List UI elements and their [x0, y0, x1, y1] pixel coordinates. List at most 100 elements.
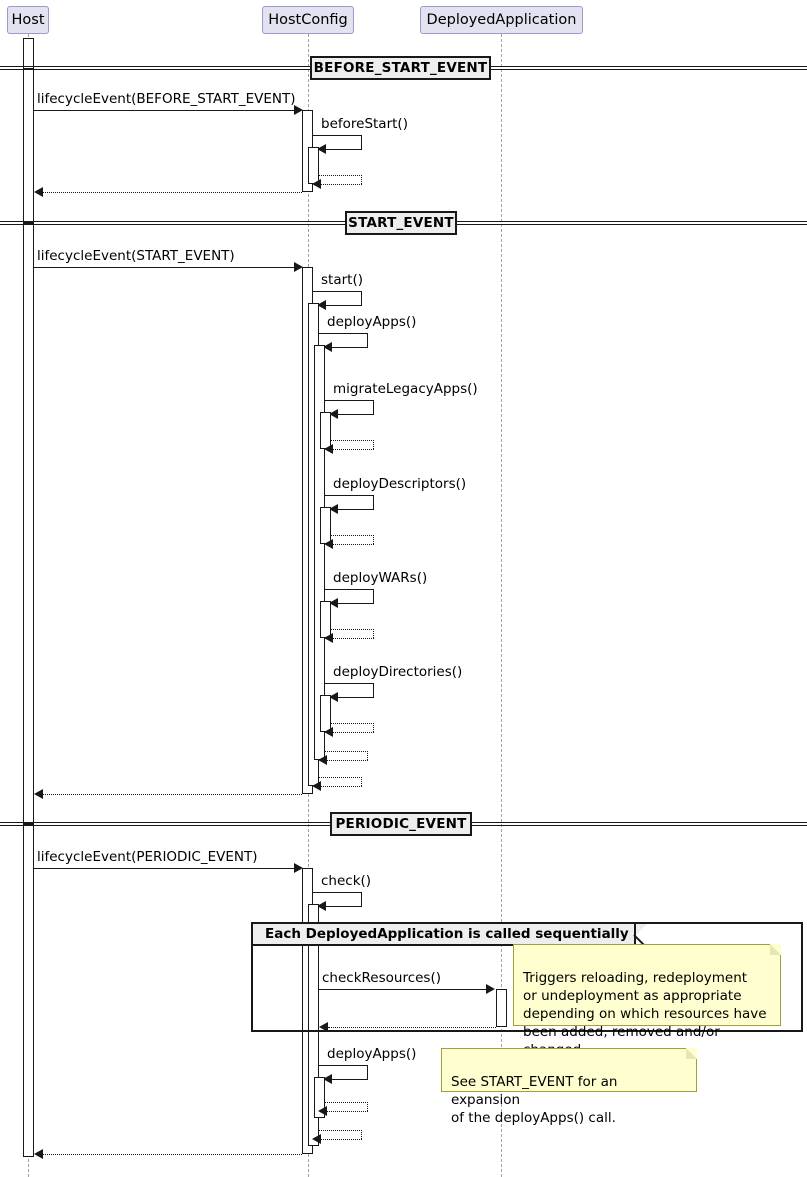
message-arrowhead-return-host-start [34, 789, 43, 799]
message-line-deploydirectories-out [325, 683, 374, 684]
message-line-check-in [326, 906, 362, 907]
message-vline-migratelegacyapps-return [373, 440, 374, 449]
message-arrowhead-start [317, 300, 326, 310]
message-vline-deployapps-periodic [367, 1065, 368, 1079]
message-vline-check-return [361, 1130, 362, 1139]
message-line-checkresources [319, 989, 487, 990]
message-vline-deployapps-return [367, 751, 368, 760]
message-arrowhead-deploydescriptors [329, 504, 338, 514]
message-label-deployapps-start: deployApps() [327, 314, 417, 330]
lifeline-deployedapplication [501, 34, 502, 1177]
message-arrowhead-deploydescriptors-return [324, 539, 333, 549]
message-vline-start-return [361, 777, 362, 786]
message-line-deploydirectories-in [338, 697, 374, 698]
message-line-deploydirectories-return-in [333, 732, 374, 733]
divider-periodic-event: PERIODIC_EVENT [330, 812, 472, 836]
message-line-deployapps-return-in [327, 760, 368, 761]
message-line-deploywars-return [331, 629, 374, 630]
message-line-deploydescriptors-return-in [333, 544, 374, 545]
message-line-deployapps-periodic-in [332, 1079, 368, 1080]
message-line-deploydirectories-return [331, 723, 374, 724]
group-label-each-deployedapplication: Each DeployedApplication is called seque… [265, 926, 629, 942]
note-deploy-apps: See START_EVENT for an expansion of the … [441, 1048, 697, 1126]
participant-deployedapplication[interactable]: DeployedApplication [420, 6, 583, 34]
message-label-deploydescriptors: deployDescriptors() [333, 476, 467, 492]
message-line-before-start-return-in [321, 184, 362, 185]
message-line-before-start-return [319, 175, 362, 176]
message-label-lifecycle-start: lifecycleEvent(START_EVENT) [37, 248, 235, 264]
message-arrowhead-check-return [312, 1134, 321, 1144]
note-deploy-apps-fold [686, 1048, 697, 1059]
message-line-checkresources-return [328, 1027, 496, 1028]
message-line-deployapps-in [332, 347, 368, 348]
message-arrowhead-check [317, 901, 326, 911]
message-label-deploywars: deployWARs() [333, 570, 428, 586]
message-arrowhead-before-start [317, 144, 326, 154]
message-arrowhead-return-host-periodic [34, 1149, 43, 1159]
message-line-before-start-in [326, 149, 362, 150]
divider-before-start-event: BEFORE_START_EVENT [310, 56, 491, 80]
participant-host[interactable]: Host [7, 6, 49, 34]
note-deploy-apps-text: See START_EVENT for an expansion of the … [451, 1074, 618, 1126]
message-label-check: check() [321, 873, 372, 889]
message-arrowhead-checkresources [486, 984, 495, 994]
activation-hostconfig-check-l2 [308, 904, 319, 1146]
message-label-before-start: beforeStart() [321, 116, 408, 132]
message-vline-deploydirectories-return [373, 723, 374, 732]
message-vline-start [361, 291, 362, 305]
message-line-start-out [313, 291, 362, 292]
message-arrowhead-start-return [312, 781, 321, 791]
message-line-return-host-before-start [43, 192, 302, 193]
message-line-deploywars-out [325, 589, 374, 590]
message-arrowhead-before-start-return [312, 179, 321, 189]
message-vline-deploydirectories [373, 683, 374, 697]
message-line-migratelegacyapps-in [338, 414, 374, 415]
message-vline-check [361, 892, 362, 906]
note-check-resources-text: Triggers reloading, redeployment or unde… [523, 970, 767, 1058]
message-arrowhead-deployapps-periodic [323, 1074, 332, 1084]
message-line-deploydescriptors-return [331, 535, 374, 536]
message-line-deployapps-periodic-return [325, 1102, 368, 1103]
message-vline-deploywars-return [373, 629, 374, 638]
message-label-lifecycle-periodic: lifecycleEvent(PERIODIC_EVENT) [37, 849, 258, 865]
message-arrowhead-deploywars-return [324, 633, 333, 643]
activation-host-before-start [23, 69, 34, 223]
message-arrowhead-deploydirectories-return [324, 727, 333, 737]
message-label-migratelegacyapps: migrateLegacyApps() [333, 381, 478, 397]
group-tab-each-deployedapplication: Each DeployedApplication is called seque… [253, 924, 636, 946]
message-line-lifecycle-start [34, 267, 299, 268]
message-arrowhead-deploydirectories [329, 692, 338, 702]
participant-deployedapplication-label: DeployedApplication [426, 11, 577, 28]
activation-host-start [23, 223, 34, 824]
message-arrowhead-migratelegacyapps-return [324, 444, 333, 454]
message-line-deploywars-in [338, 603, 374, 604]
message-label-checkresources: checkResources() [322, 970, 442, 986]
message-line-deployapps-return [325, 751, 368, 752]
message-line-migratelegacyapps-return-in [333, 449, 374, 450]
message-line-deploydescriptors-out [325, 495, 374, 496]
divider-periodic-event-label: PERIODIC_EVENT [335, 816, 467, 832]
message-line-deploywars-return-in [333, 638, 374, 639]
message-line-start-return-in [321, 786, 362, 787]
message-line-deploydescriptors-in [338, 509, 374, 510]
divider-before-start-event-label: BEFORE_START_EVENT [313, 60, 488, 76]
message-arrowhead-return-host-before-start [34, 187, 43, 197]
message-arrowhead-lifecycle-periodic [294, 863, 303, 873]
message-line-deployapps-periodic-out [319, 1065, 368, 1066]
message-line-migratelegacyapps-out [325, 400, 374, 401]
message-line-start-in [326, 305, 362, 306]
group-frame-each-deployedapplication [251, 922, 803, 1032]
participant-hostconfig[interactable]: HostConfig [262, 6, 354, 34]
message-vline-before-start [361, 135, 362, 149]
participant-host-label: Host [11, 11, 45, 28]
divider-start-event-label: START_EVENT [348, 215, 454, 231]
activation-host-top [23, 38, 34, 69]
message-arrowhead-migratelegacyapps [329, 409, 338, 419]
message-line-deployapps-periodic-return-in [327, 1111, 368, 1112]
divider-start-event: START_EVENT [345, 211, 457, 235]
message-line-before-start-out [313, 135, 362, 136]
message-vline-before-start-return [361, 175, 362, 184]
message-line-start-return [319, 777, 362, 778]
activation-hostconfig-deployapps-periodic-l3 [314, 1077, 325, 1118]
